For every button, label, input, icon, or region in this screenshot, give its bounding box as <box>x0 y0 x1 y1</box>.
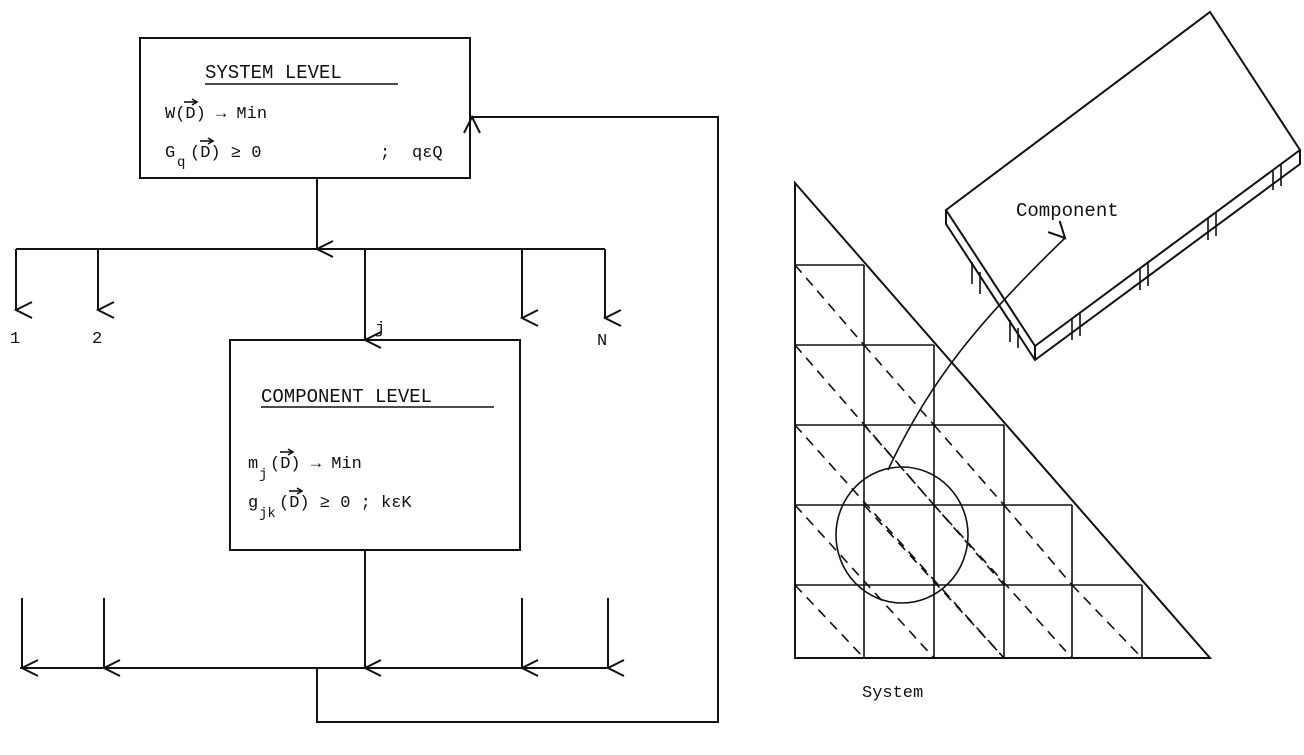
component-panel: Component <box>944 10 1302 362</box>
component-objective-sub: j <box>259 467 267 483</box>
stiffener-leg <box>1207 212 1217 240</box>
system-constraint-set: qεQ <box>412 144 443 163</box>
system-constraint-lhs: G <box>165 144 175 163</box>
system-box-frame <box>139 37 471 179</box>
distribution-lines: 1 2 j N <box>10 178 607 351</box>
system-constraint-separator: ; <box>380 144 390 163</box>
system-constraint-sub: q <box>177 155 185 171</box>
system-objective: W(D) → Min <box>165 105 267 124</box>
feedback-loop-arrow <box>316 117 719 723</box>
system-level-box: SYSTEM LEVEL W(D) → Min G q (D) ≥ 0 ; qε… <box>139 37 471 179</box>
mesh-diagonal <box>863 344 935 426</box>
mesh-diagonal <box>794 584 865 659</box>
component-objective-rhs: (D) → Min <box>270 455 362 474</box>
panel-side-face <box>945 150 1301 362</box>
system-mesh: System <box>794 180 1213 703</box>
stiffener-leg <box>1272 164 1282 190</box>
component-box-frame <box>229 339 521 551</box>
component-constraint-lhs: g <box>248 494 258 513</box>
stiffener-leg <box>1071 312 1081 340</box>
mesh-diagonal <box>794 504 935 659</box>
mesh-diagonal <box>933 504 1073 659</box>
component-box-title: COMPONENT LEVEL <box>261 386 432 408</box>
component-objective-lhs: m <box>248 455 258 474</box>
vector-arrowhead-d <box>207 137 215 145</box>
vector-arrowhead-d <box>296 487 304 495</box>
mesh-diagonal <box>933 424 1005 506</box>
mesh-outline <box>794 180 1213 659</box>
panel-stiffeners <box>971 164 1282 348</box>
mesh-diagonal <box>794 264 865 346</box>
system-constraint-arg: (D) ≥ 0 <box>190 144 261 163</box>
selected-element-circle <box>835 466 969 604</box>
extract-component-arrow <box>887 238 1065 471</box>
system-label: System <box>862 684 923 703</box>
branch-label-1: 1 <box>10 330 20 349</box>
stiffener-leg <box>1139 262 1149 290</box>
system-box-title: SYSTEM LEVEL <box>205 62 342 84</box>
stiffener-leg <box>971 262 981 294</box>
component-level-box: COMPONENT LEVEL m j (D) → Min g jk (D) ≥… <box>229 339 521 551</box>
mesh-diagonal <box>1003 504 1073 586</box>
collection-lines <box>20 117 719 723</box>
vector-arrowhead-d <box>287 448 295 456</box>
mesh-diagonal <box>1071 584 1143 659</box>
branch-label-2: 2 <box>92 330 102 349</box>
component-constraint-sub: jk <box>259 506 276 522</box>
component-constraint-rhs: (D) ≥ 0 ; kεK <box>279 494 412 513</box>
mesh-diagonal <box>863 504 1005 659</box>
branch-label-j: j <box>375 320 385 339</box>
stiffener-leg <box>1009 320 1019 348</box>
component-label: Component <box>1016 200 1119 222</box>
vector-arrowhead-d <box>191 98 199 106</box>
branch-label-n: N <box>597 332 607 351</box>
